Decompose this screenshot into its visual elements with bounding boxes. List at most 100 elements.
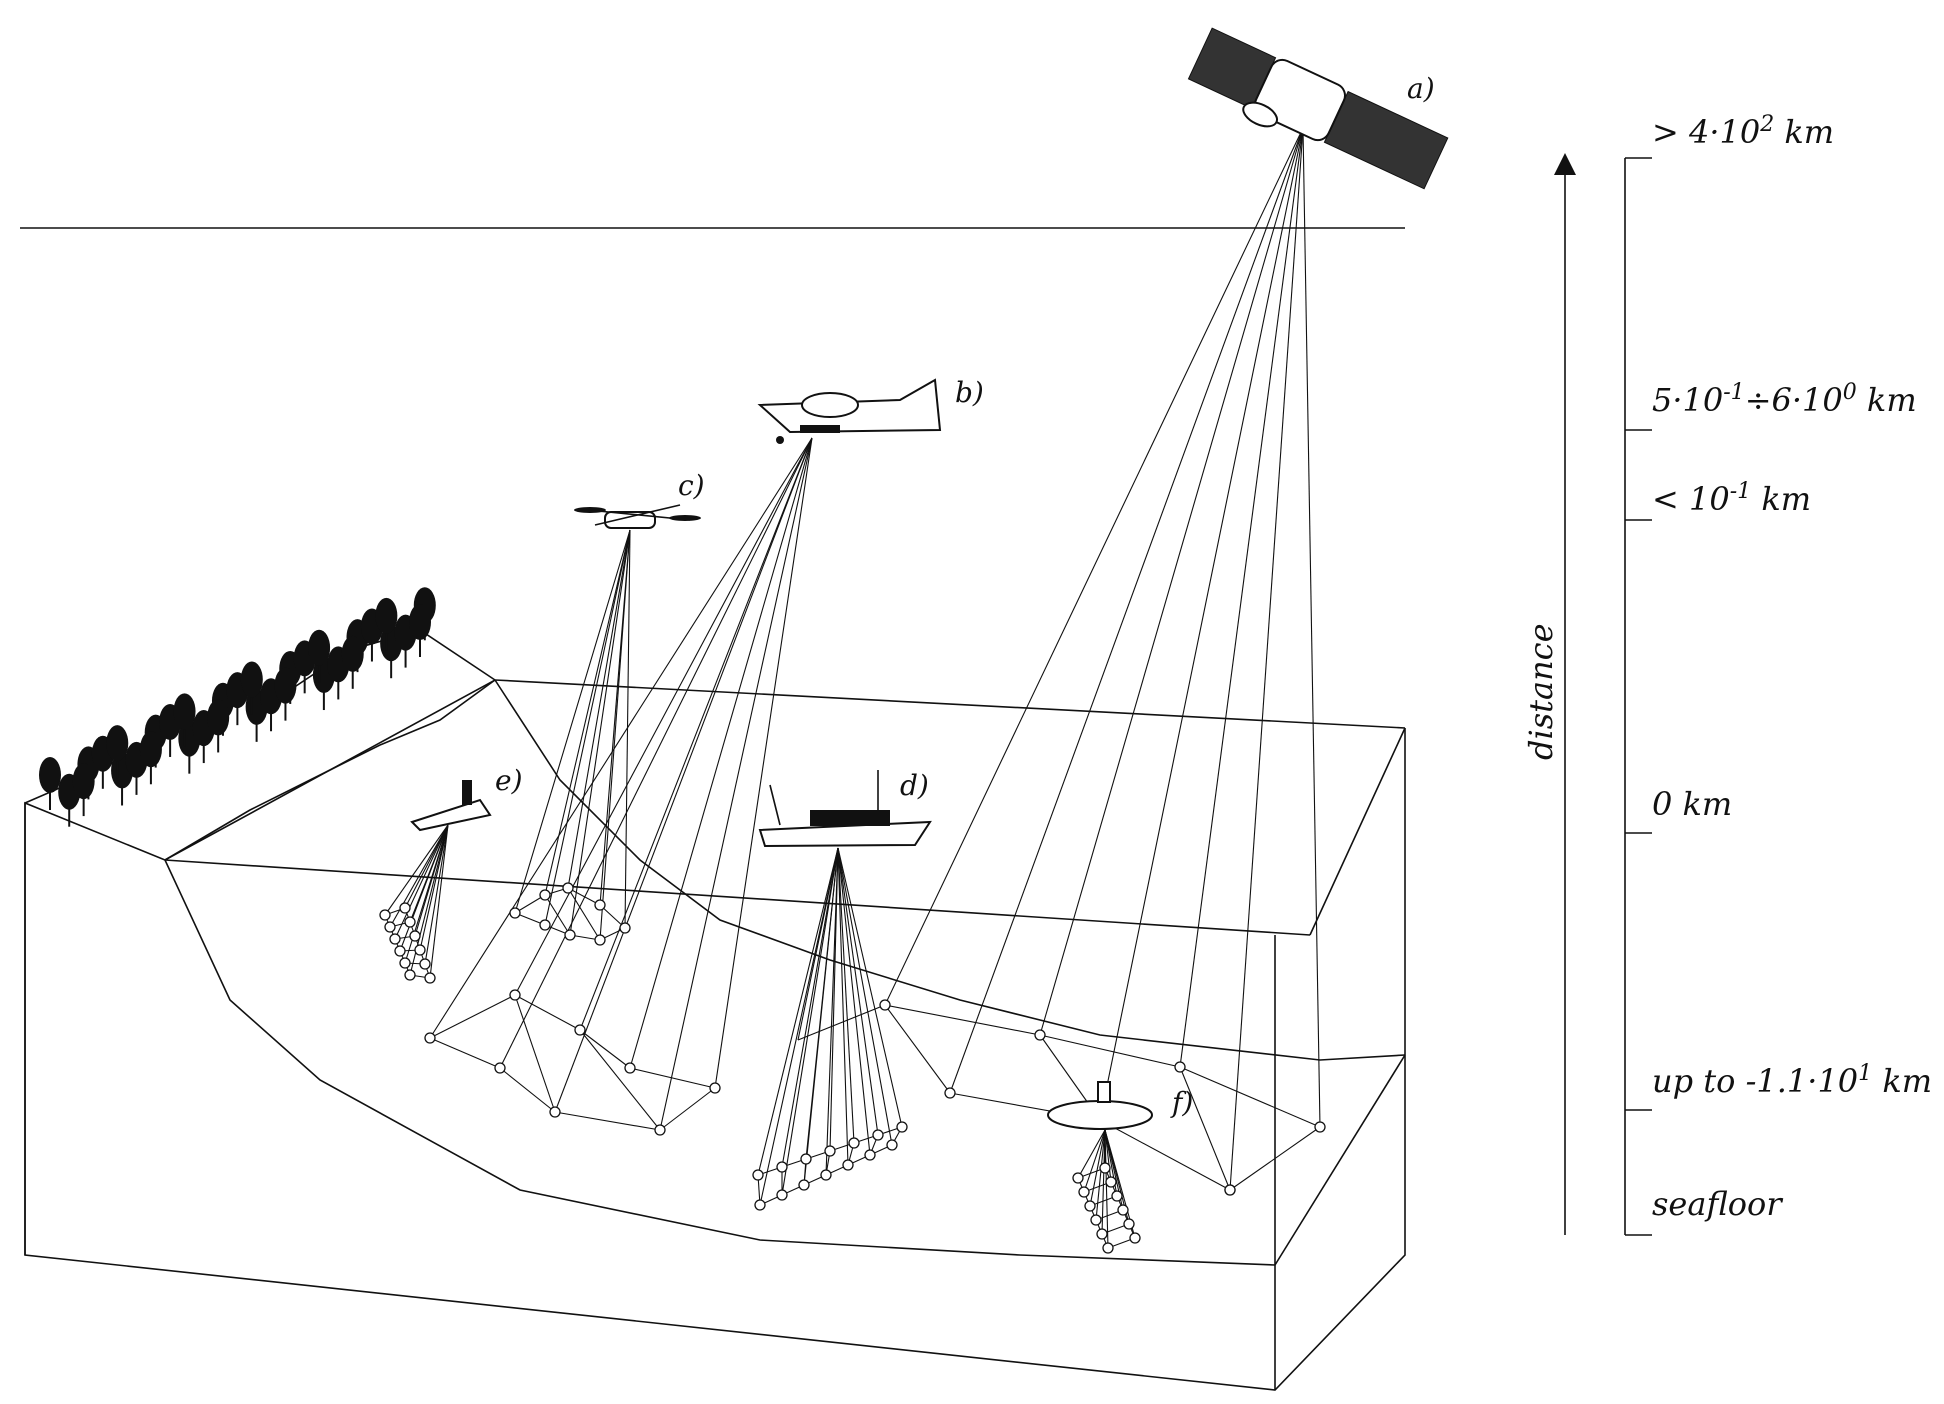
ship-beam (781, 847, 839, 1196)
aircraft-wheel (776, 436, 784, 444)
aircraft-node (624, 1062, 636, 1074)
aircraft-node (494, 1062, 506, 1074)
block-top-edge (24, 679, 1406, 1255)
drone-grid (544, 894, 571, 936)
usv-node (404, 916, 416, 928)
drone-beam (569, 529, 631, 936)
satellite-node (944, 1087, 956, 1099)
level-satellite-sup: 2 (1759, 112, 1774, 137)
tree-icon (39, 757, 61, 793)
usv-beam (409, 824, 449, 923)
satellite-node (1034, 1029, 1046, 1041)
drone-node (539, 919, 551, 931)
level-sea-level-main: 0 km (1652, 785, 1732, 823)
sea-surface-right (1309, 727, 1406, 936)
block-lower-right (1274, 1054, 1406, 1266)
submarine-beam (1089, 1129, 1106, 1207)
submarine-node (1123, 1218, 1135, 1230)
level-aircraft-label: 5·10-1÷6·100 km (1652, 380, 1917, 419)
satellite-node (879, 999, 891, 1011)
level-satellite-unit: km (1774, 113, 1834, 151)
aircraft-grid (514, 994, 556, 1113)
satellite-dish (1242, 101, 1278, 128)
drone-beam (544, 529, 631, 926)
ship-node (848, 1137, 860, 1149)
ship-node (754, 1199, 766, 1211)
tree-icon (308, 629, 331, 666)
usv-beam (394, 824, 449, 940)
drone-beam (599, 529, 631, 941)
ship-beam (837, 847, 871, 1156)
aircraft-beam (514, 437, 813, 996)
aircraft-node (654, 1124, 666, 1136)
satellite-beam (1179, 127, 1304, 1068)
aircraft-grid (514, 994, 581, 1031)
submarine-node (1129, 1232, 1141, 1244)
drone-node (594, 899, 606, 911)
aircraft-node (509, 989, 521, 1001)
drone-node (562, 882, 574, 894)
level-submersible-sup: 1 (1858, 1061, 1872, 1086)
submarine-node (1096, 1228, 1108, 1240)
satellite-beam (1229, 127, 1304, 1191)
usv-node (419, 958, 431, 970)
ship-beam (757, 847, 839, 1176)
aircraft-node (574, 1024, 586, 1036)
level-drone-main: < 10 (1652, 480, 1730, 518)
satellite-grid (1229, 1126, 1321, 1191)
satellite-beam (884, 127, 1304, 1006)
level-aircraft-unit: km (1857, 381, 1917, 419)
ship-node (798, 1179, 810, 1191)
satellite-node (1314, 1121, 1326, 1133)
submarine-node (1117, 1204, 1129, 1216)
aircraft-icon (757, 378, 942, 444)
usv-beam (424, 824, 449, 965)
terrain-block (24, 629, 1406, 1391)
drone-node (509, 907, 521, 919)
drone-node (619, 922, 631, 934)
level-aircraft-sup2: 0 (1843, 380, 1857, 405)
label-e: e) (495, 764, 523, 797)
submarine-node (1090, 1214, 1102, 1226)
level-aircraft-mid: ÷6·10 (1745, 381, 1843, 419)
level-drone-sup: -1 (1730, 479, 1751, 504)
drone-arm-2 (594, 504, 681, 526)
sea-surface-back (164, 859, 1311, 936)
drone-grid (567, 887, 601, 941)
submarine-icon (1047, 1081, 1153, 1130)
drone-beam (567, 529, 631, 889)
usv-node (424, 972, 436, 984)
label-a: a) (1407, 72, 1435, 105)
seafloor-profile (164, 859, 1276, 1266)
ship-beam (781, 847, 839, 1168)
ship-beam (797, 1004, 886, 1041)
level-drone-unit: km (1751, 480, 1811, 518)
ship-crane (769, 784, 781, 826)
label-f: f) (1170, 1086, 1193, 1119)
level-satellite-main: > 4·10 (1652, 113, 1760, 151)
ship-deck (810, 810, 890, 826)
satellite-grid (1039, 1034, 1181, 1068)
aircraft-cockpit (801, 392, 859, 418)
usv-node (399, 902, 411, 914)
ship-node (896, 1121, 908, 1133)
ship-beam (837, 847, 879, 1136)
aircraft-node (549, 1106, 561, 1118)
satellite-node (1174, 1061, 1186, 1073)
ship-beam (797, 847, 839, 1041)
drone-grid (567, 887, 601, 906)
submarine-node (1084, 1200, 1096, 1212)
drone-node (564, 929, 576, 941)
aircraft-beam (499, 437, 813, 1069)
tree-icon (72, 763, 95, 800)
satellite-beam (1302, 127, 1321, 1128)
aircraft-beam (659, 437, 813, 1131)
hill-slope (164, 679, 496, 861)
level-seafloor-main: seafloor (1652, 1185, 1783, 1223)
satellite-icon (1187, 27, 1449, 190)
submarine-node (1078, 1186, 1090, 1198)
submarine-node (1102, 1242, 1114, 1254)
aircraft-beam (629, 437, 813, 1069)
usv-beam (384, 824, 449, 916)
ship-beam (837, 847, 849, 1166)
